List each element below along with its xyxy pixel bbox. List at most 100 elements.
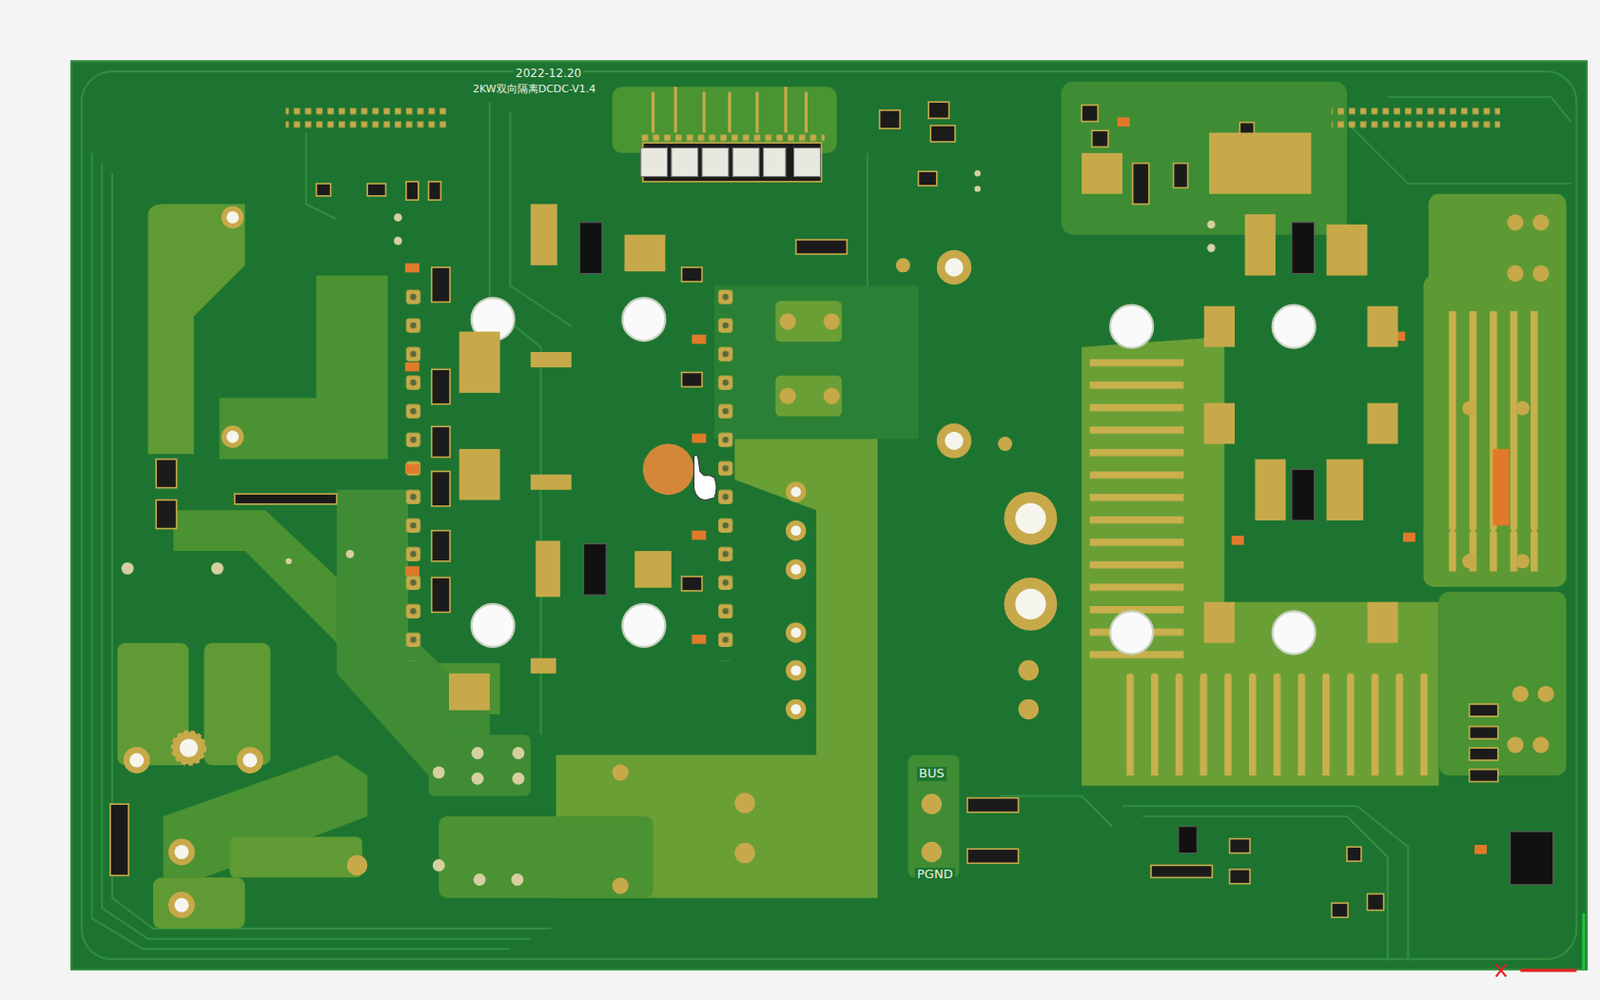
small-pad-part (1326, 224, 1368, 276)
via-part (121, 562, 135, 575)
smd-component-part (1331, 902, 1348, 918)
small-pad-part (1366, 306, 1398, 348)
plated-pad-part (1532, 736, 1549, 753)
cursor-highlight-part (643, 444, 695, 496)
plated-pad-part (1515, 400, 1530, 415)
pad-hole-part (226, 430, 239, 444)
pin-header-part (285, 103, 449, 131)
connector-pin-part (804, 92, 808, 134)
smd-component-part (1229, 839, 1250, 854)
plated-pad-part (168, 891, 196, 918)
plated-pad-part (612, 877, 629, 894)
via-part (432, 858, 446, 872)
plated-pad-part (936, 423, 972, 458)
header-socket-part (702, 148, 729, 177)
via-part (974, 185, 980, 192)
ic-chip-part (584, 544, 607, 596)
copper-pour-part (438, 816, 653, 898)
plated-pad-part (172, 731, 205, 764)
connector-pin-part (755, 92, 759, 134)
smd-resistor-part (1492, 448, 1509, 526)
board-part (81, 71, 1578, 959)
via-part (511, 746, 525, 760)
smd-component-part (682, 371, 703, 387)
plated-pad-part (823, 388, 840, 405)
trace-part (1142, 816, 1387, 959)
pad-hole-part (242, 752, 257, 767)
smd-component-part (367, 183, 386, 196)
pad-hole-part (179, 738, 198, 757)
board (71, 60, 1587, 969)
silkscreen-title: 2KW双向隔离DCDC-V1.4 (470, 83, 598, 97)
plated-pad-part (780, 312, 797, 330)
via-part (346, 549, 355, 559)
header-socket (641, 148, 821, 177)
plated-pad-part (1004, 491, 1058, 546)
ic-chip-part (1291, 468, 1315, 521)
thermal-pad-part (172, 731, 205, 764)
plated-pad (123, 206, 1555, 919)
small-pad-part (530, 658, 557, 674)
pad-hole-part (129, 752, 144, 767)
plated-pad-part (347, 855, 368, 876)
pad-hole-part (174, 844, 189, 859)
via-part (393, 236, 403, 246)
smd-component-part (1092, 130, 1109, 147)
plated-pad-part (785, 520, 806, 541)
smd-component-part (431, 369, 450, 404)
plated-pad-part (168, 839, 196, 866)
smd-component-part (967, 848, 1019, 863)
small-pad-part (535, 540, 561, 597)
smd-component-part (682, 267, 703, 282)
small-pad-part (1209, 132, 1311, 194)
connector-pin-part (651, 92, 655, 134)
header-socket-part (794, 148, 821, 177)
smd-component-part (234, 493, 337, 505)
smd-component-part (1469, 747, 1499, 761)
smd-resistor-part (1403, 532, 1416, 543)
pad-column (403, 283, 736, 662)
plated-pad-part (123, 746, 151, 774)
pad-hole-part (790, 664, 801, 676)
smd-component-part (967, 798, 1019, 813)
plated-pad-part (1538, 685, 1555, 703)
trace-part (306, 132, 337, 219)
smd-component-part (917, 171, 937, 186)
copper-pour-part (1423, 275, 1566, 587)
plated-pad-part (785, 622, 806, 643)
small-pad-part (1081, 153, 1123, 195)
smd-component (110, 101, 1499, 918)
smd-component-part (156, 459, 176, 488)
smd-component-part (1229, 869, 1250, 884)
smd-component-part (1173, 163, 1189, 189)
mounting-hole (471, 297, 1316, 654)
smd-component-part (316, 183, 332, 196)
pin-header-part (1331, 103, 1501, 131)
via-part (1207, 243, 1216, 253)
smd-component-part (643, 142, 822, 182)
plated-pad-part (1462, 400, 1477, 415)
smd-component-part (928, 101, 949, 118)
small-pad-part (1326, 459, 1365, 521)
smd-resistor-part (1117, 117, 1131, 127)
smd-resistor (405, 117, 1510, 854)
small-pad-part (530, 474, 572, 490)
trace-part (1122, 805, 1408, 959)
copper-pour-part (1061, 81, 1347, 235)
pin-header (285, 103, 1501, 146)
via-part (211, 562, 224, 575)
plated-pad-part (1532, 214, 1549, 231)
via-part (285, 558, 292, 565)
copper-pour-part (908, 755, 960, 879)
smd-component-part (156, 500, 176, 529)
smd-resistor-part (405, 263, 420, 274)
pad-hole-part (944, 431, 963, 450)
mounting-hole-part (1110, 305, 1153, 349)
pad-hole-part (790, 525, 801, 536)
silkscreen-net-name: PGND (915, 867, 956, 882)
copper-pour (117, 81, 1566, 929)
smd-resistor-part (1231, 535, 1245, 546)
small-pad-part (1245, 214, 1276, 275)
smd-component-part (110, 803, 129, 876)
